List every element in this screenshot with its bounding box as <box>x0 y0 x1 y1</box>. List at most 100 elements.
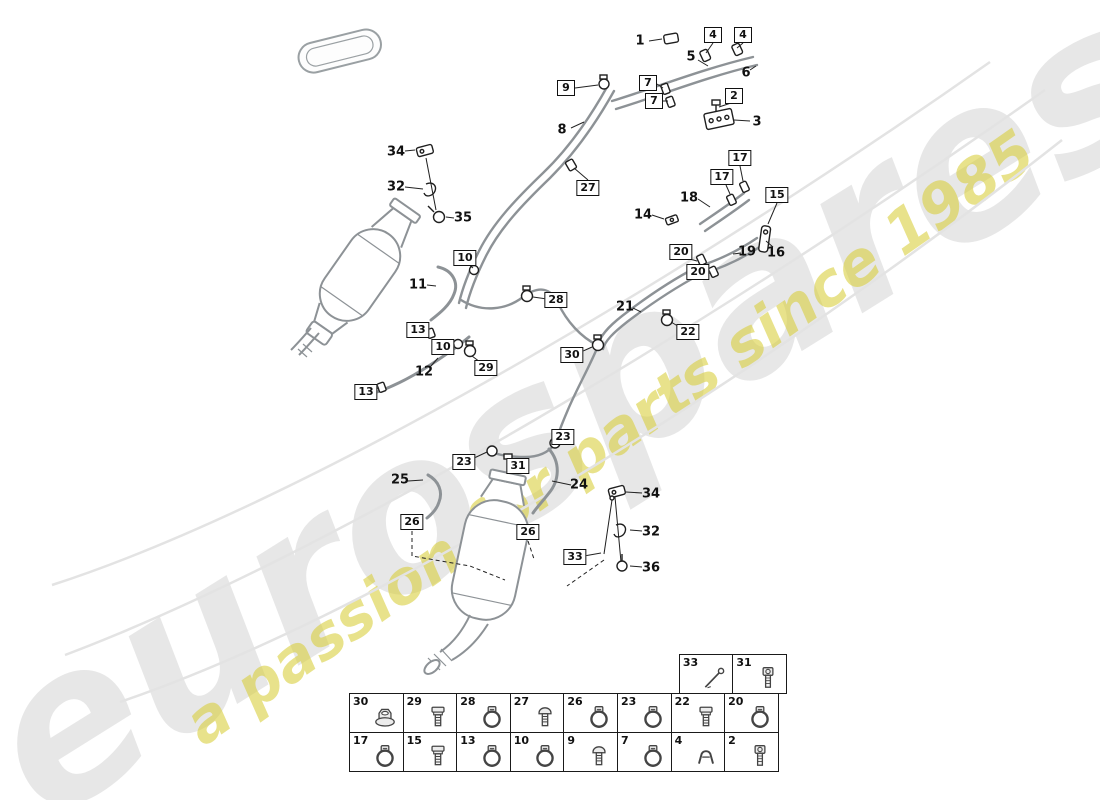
legend-part-number: 10 <box>513 734 530 747</box>
hose-11 <box>429 265 458 322</box>
legend-part-number: 9 <box>567 734 576 747</box>
socket-bolt-icon <box>747 743 773 769</box>
callout-13-boxed: 13 <box>406 322 430 338</box>
legend-part-number: 22 <box>674 695 690 708</box>
part-17-clip-b <box>725 193 737 207</box>
legend-part-number: 28 <box>460 695 476 708</box>
clamp-icon <box>372 743 398 769</box>
clip-icon <box>693 743 719 769</box>
legend-cell-29: 29 <box>402 693 458 733</box>
callout-6: 6 <box>741 65 751 81</box>
callout-7-boxed: 7 <box>645 93 663 109</box>
callout-36: 36 <box>641 560 661 576</box>
background-swoosh-lines <box>51 60 1063 704</box>
heat-shield-cover-drawing <box>297 28 382 74</box>
callout-18: 18 <box>679 190 699 206</box>
callout-19: 19 <box>737 244 757 260</box>
pan-screw-icon <box>532 704 558 730</box>
probe-icon <box>701 665 727 691</box>
callout-10-boxed: 10 <box>453 250 477 266</box>
callout-9-boxed: 9 <box>557 80 575 96</box>
part-20-clip-b <box>707 265 719 279</box>
legend-cell-31: 31 <box>732 654 787 694</box>
pan-screw-icon <box>586 743 612 769</box>
callout-3: 3 <box>752 114 762 130</box>
callout-11: 11 <box>408 277 428 293</box>
part-22-clamp <box>660 309 674 327</box>
legend-cell-9: 9 <box>563 732 618 772</box>
legend-row-2: 30 29 28 27 26 23 22 20 <box>349 693 787 733</box>
legend-part-number: 20 <box>728 695 744 708</box>
callout-17-boxed: 17 <box>710 169 734 185</box>
legend-cell-28: 28 <box>456 693 511 733</box>
part-4-clip-a <box>699 48 712 63</box>
callout-14: 14 <box>633 207 653 223</box>
callout-31-boxed: 31 <box>506 458 530 474</box>
callout-26-boxed: 26 <box>516 524 540 540</box>
legend-part-number: 15 <box>406 734 422 747</box>
callout-29-boxed: 29 <box>474 360 498 376</box>
pipe-18b <box>703 198 751 233</box>
part-1-clip <box>663 32 680 45</box>
legend-cell-4: 4 <box>670 732 726 772</box>
part-3-bracket <box>703 107 735 131</box>
callout-13-boxed: 13 <box>354 384 378 400</box>
callout-21: 21 <box>615 299 635 315</box>
part-33-probe <box>603 499 613 555</box>
legend-cell-33: 33 <box>678 654 734 694</box>
small-parts-drawing <box>376 32 772 572</box>
part-16-bracket <box>758 225 772 253</box>
callout-26-boxed: 26 <box>400 514 424 530</box>
clamp-icon <box>586 704 612 730</box>
callout-4-boxed: 4 <box>704 27 722 43</box>
legend-part-number: 27 <box>513 695 530 708</box>
callout-2-boxed: 2 <box>725 88 743 104</box>
pipe-6 <box>614 63 759 111</box>
callout-32: 32 <box>386 179 406 195</box>
socket-bolt-icon <box>755 665 781 691</box>
pipe-21b <box>601 273 701 351</box>
legend-part-number: 23 <box>620 695 637 708</box>
legend-part-number: 26 <box>567 695 583 708</box>
callout-30-boxed: 30 <box>560 347 584 363</box>
flange-screw-icon <box>693 704 719 730</box>
part-14-fitting <box>664 214 680 226</box>
legend-part-number: 31 <box>736 656 752 669</box>
callout-4-boxed: 4 <box>734 27 752 43</box>
legend-part-number: 13 <box>460 734 476 747</box>
pipe-across-23 <box>489 442 557 459</box>
part-34-bracket-lower <box>607 484 627 499</box>
pipe-8b <box>464 89 616 310</box>
callout-34: 34 <box>386 144 406 160</box>
part-9-clamp <box>598 74 610 90</box>
legend-cell-10: 10 <box>509 732 565 772</box>
part-7-clip-a <box>660 82 671 96</box>
nut-icon <box>372 704 398 730</box>
callout-23-boxed: 23 <box>452 454 476 470</box>
callout-7-boxed: 7 <box>639 75 657 91</box>
legend-part-number: 33 <box>682 656 699 669</box>
part-34-bracket-upper <box>415 143 435 158</box>
part-27-clip <box>564 158 578 172</box>
legend-part-number: 2 <box>728 734 736 747</box>
part-33-probe-ring <box>609 495 615 501</box>
legend-part-number: 7 <box>620 734 629 747</box>
flange-screw-icon <box>425 743 451 769</box>
legend-cell-20: 20 <box>724 693 779 733</box>
legend-cell-30: 30 <box>349 693 404 733</box>
dashed-reference-lines <box>411 531 605 587</box>
part-17-clip-a <box>738 180 750 194</box>
legend-part-number: 17 <box>353 734 369 747</box>
legend-part-number: 30 <box>353 695 369 708</box>
clamp-icon <box>640 743 666 769</box>
callout-32: 32 <box>641 524 661 540</box>
legend-cell-13: 13 <box>456 732 511 772</box>
clamp-icon <box>479 704 505 730</box>
legend-part-number: 29 <box>406 695 422 708</box>
part-30-clamp <box>591 334 605 352</box>
callout-22-boxed: 22 <box>676 324 700 340</box>
legend-cell-15: 15 <box>402 732 458 772</box>
